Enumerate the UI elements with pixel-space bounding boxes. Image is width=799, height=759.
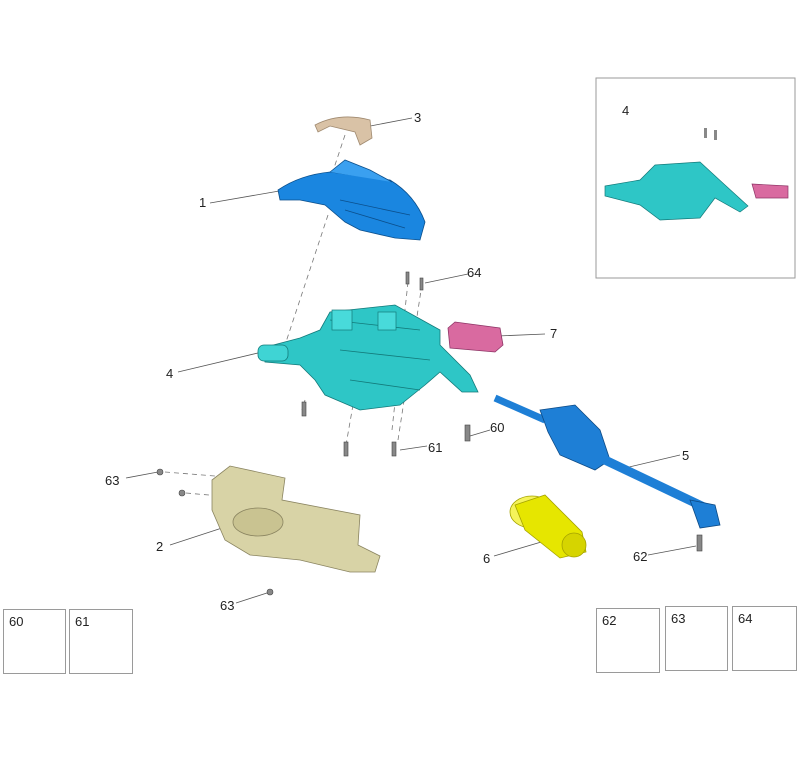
legend-number: 62 xyxy=(602,613,617,628)
part-6-boot xyxy=(509,494,587,559)
callout-63-bottom: 63 xyxy=(220,598,235,613)
part-3-trim-cover xyxy=(314,116,373,146)
legend-number: 64 xyxy=(738,611,753,626)
legend-number: 61 xyxy=(75,614,90,629)
callout-62: 62 xyxy=(633,549,648,564)
legend-box-60: 60 xyxy=(3,609,66,674)
callout-64: 64 xyxy=(467,265,482,280)
part-1-upper-shroud xyxy=(277,159,426,241)
legend-number: 60 xyxy=(9,614,24,629)
callout-5: 5 xyxy=(682,448,690,463)
callout-60: 60 xyxy=(490,420,505,435)
callout-4: 4 xyxy=(166,366,174,381)
legend-box-61: 61 xyxy=(69,609,133,674)
callout-61: 61 xyxy=(428,440,443,455)
inset-frame xyxy=(595,77,796,279)
inset-column-view xyxy=(604,128,789,221)
callout-63-top: 63 xyxy=(105,473,120,488)
callout-1: 1 xyxy=(199,195,207,210)
legend-box-64: 64 xyxy=(732,606,797,671)
legend-box-62: 62 xyxy=(596,608,660,673)
callout-7: 7 xyxy=(550,326,558,341)
legend-box-63: 63 xyxy=(665,606,728,671)
part-5-intermediate-shaft xyxy=(493,394,721,529)
callout-2: 2 xyxy=(156,539,164,554)
part-4-steering-column xyxy=(257,304,479,411)
callout-6: 6 xyxy=(483,551,491,566)
leader-lines xyxy=(125,117,697,604)
loose-fasteners xyxy=(156,271,703,596)
legend-number: 63 xyxy=(671,611,686,626)
part-7-lock-module xyxy=(447,321,504,353)
part-2-lower-shroud xyxy=(211,465,381,573)
callout-3: 3 xyxy=(414,110,422,125)
inset-callout-4: 4 xyxy=(622,103,630,118)
